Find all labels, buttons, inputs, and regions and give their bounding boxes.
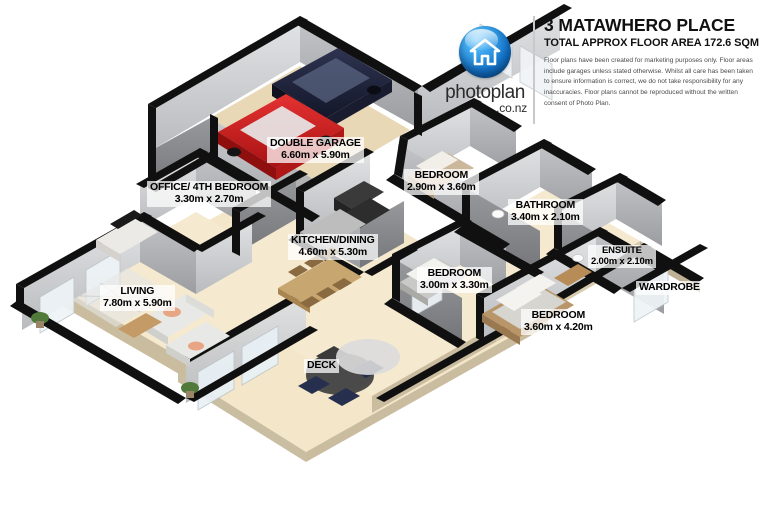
- floor-area-text: TOTAL APPROX FLOOR AREA 172.6 SQM: [544, 37, 759, 50]
- logo-tld: .co.nz: [496, 101, 527, 115]
- bathroom-fixtures: [491, 209, 584, 262]
- living-sofa: [118, 294, 230, 367]
- header-divider: [533, 16, 535, 124]
- logo-wordmark: photoplan: [445, 82, 525, 103]
- disclaimer-text: Floor plans have been created for market…: [544, 57, 753, 107]
- house-in-circle-icon: [459, 26, 511, 78]
- page-title: 3 MATAWHERO PLACE: [544, 15, 736, 35]
- plant-icon: [31, 312, 199, 398]
- photoplan-logo: photoplan .co.nz: [437, 14, 533, 115]
- house-glyph-icon: [469, 38, 501, 66]
- dining-set: [278, 247, 362, 313]
- tv-unit: [96, 210, 158, 262]
- plan-header: photoplan .co.nz 3 MATAWHERO PLACE TOTAL…: [437, 14, 762, 126]
